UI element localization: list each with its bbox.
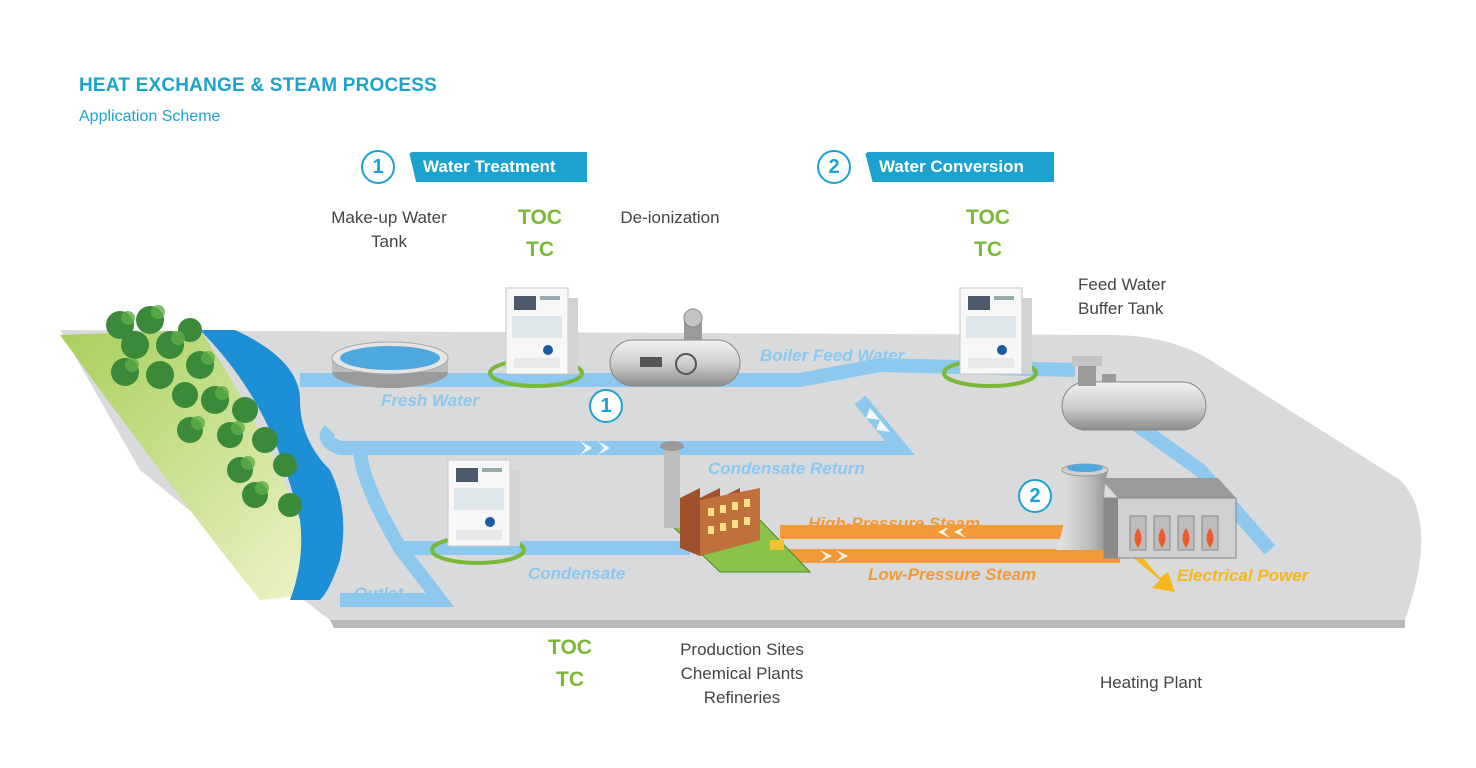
marker-2: 2 [1018,479,1052,513]
fresh-water-label: Fresh Water [381,391,479,410]
factory-icon [660,441,812,573]
section-2-number: 2 [817,150,851,184]
river-icon [200,330,344,600]
tc-label: TC [526,238,554,261]
tank-icon [609,308,741,387]
tc-label: TC [974,238,1002,261]
page-title: HEAT EXCHANGE & STEAM PROCESS [79,75,438,96]
analyzer-icon [488,287,584,388]
heating-plant-label: Heating Plant [1099,673,1203,692]
deionization-label: De-ionization [620,208,720,227]
tank-icon [331,341,449,388]
makeup-tank-label: Make-up Water Tank [331,208,447,251]
high-pressure-steam-label: High-Pressure Steam [808,514,980,533]
cooling-tower-icon [1056,463,1112,550]
analyzer-icon [942,287,1038,388]
section-1-banner: Water Treatment [409,152,587,182]
section-1-number: 1 [361,150,395,184]
heating-plant-icon [1100,478,1237,559]
toc-label: TOC [518,206,562,229]
boiler-feed-water-label: Boiler Feed Water [760,346,905,365]
toc-tc-group-3: TOC TC [530,632,610,696]
tank-icon [1061,356,1207,431]
power-arrow-icon [1130,552,1175,592]
electrical-power-label: Electrical Power [1177,566,1309,585]
green-land [60,330,314,600]
outlet-label: Outlet [354,584,404,603]
toc-tc-group-1: TOC TC [500,202,580,266]
marker-1: 1 [589,389,623,423]
tc-label: TC [556,668,584,691]
condensate-label: Condensate [528,564,626,583]
feed-buffer-label: Feed Water Buffer Tank [1078,275,1167,318]
production-label: Production Sites Chemical Plants Refiner… [680,640,804,707]
condensate-return-label: Condensate Return [708,459,865,478]
toc-label: TOC [966,206,1010,229]
toc-label: TOC [548,636,592,659]
low-pressure-steam-label: Low-Pressure Steam [868,565,1037,584]
section-2-banner: Water Conversion [865,152,1054,182]
toc-tc-group-2: TOC TC [948,202,1028,266]
page-subtitle: Application Scheme [79,108,221,125]
analyzer-icon [430,459,526,565]
